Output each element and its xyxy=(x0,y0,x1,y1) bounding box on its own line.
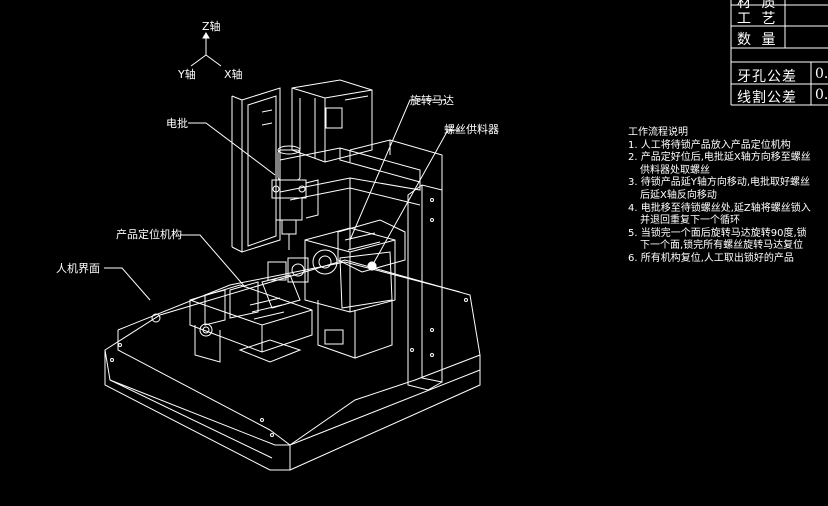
title-block-quantity: 数 量 xyxy=(737,32,779,48)
workflow-step: 2. 产品定好位后,电批延X轴方向移至螺丝 xyxy=(628,152,811,164)
title-block-thread-tolerance: 牙孔公差 xyxy=(737,69,797,85)
y-axis-label: Y轴 xyxy=(177,67,196,81)
workflow-step: 后延X轴反向移动 xyxy=(640,189,717,201)
workflow-step: 6. 所有机构复位,人工取出锁好的产品 xyxy=(628,252,794,264)
cross-rail xyxy=(279,147,421,250)
workflow-step: 并退回重复下一个循环 xyxy=(640,215,740,227)
workflow-step: 4. 电批移至待锁螺丝处,延Z轴将螺丝锁入 xyxy=(628,202,811,214)
workflow-step: 1. 人工将待锁产品放入产品定位机构 xyxy=(628,139,791,151)
title-block-linear-tolerance: 线割公差 xyxy=(737,90,797,106)
callout-hmi: 人机界面 xyxy=(56,261,100,275)
title-block-linear-tolerance-value: 0. xyxy=(815,87,828,103)
axis-indicator xyxy=(190,32,222,67)
callout-screw-feeder: 螺丝供料器 xyxy=(444,122,499,136)
title-block-frame xyxy=(730,0,828,106)
workflow-title: 工作流程说明 xyxy=(628,127,688,138)
workflow-step: 5. 当锁完一个面后旋转马达旋转90度,锁 xyxy=(628,227,807,239)
machine-base xyxy=(104,259,481,471)
workflow-step: 下一个面,锁完所有螺丝旋转马达复位 xyxy=(640,240,804,252)
title-block-process: 工 艺 xyxy=(737,11,779,27)
positioning-mechanism xyxy=(189,257,313,363)
leader-lines xyxy=(104,99,460,301)
workflow-notes: 工作流程说明 1. 人工将待锁产品放入产品定位机构 2. 产品定好位后,电批延X… xyxy=(628,127,828,266)
callout-electric-screwdriver: 电批 xyxy=(166,116,188,130)
title-block-material: 材 质 xyxy=(737,0,779,11)
electric-screwdriver xyxy=(271,145,319,250)
callout-positioning-mechanism: 产品定位机构 xyxy=(116,227,182,241)
callout-rotating-motor: 旋转马达 xyxy=(410,93,454,107)
workflow-step: 3. 待锁产品延Y轴方向移动,电批取好螺丝 xyxy=(628,177,811,189)
z-axis-label: Z轴 xyxy=(202,19,221,33)
x-axis-label: X轴 xyxy=(224,67,243,81)
rotating-motor-assembly xyxy=(304,227,396,359)
workflow-step: 供料器处取螺丝 xyxy=(640,164,710,176)
left-column xyxy=(231,87,281,253)
title-block-thread-tolerance-value: 0. xyxy=(815,66,828,82)
